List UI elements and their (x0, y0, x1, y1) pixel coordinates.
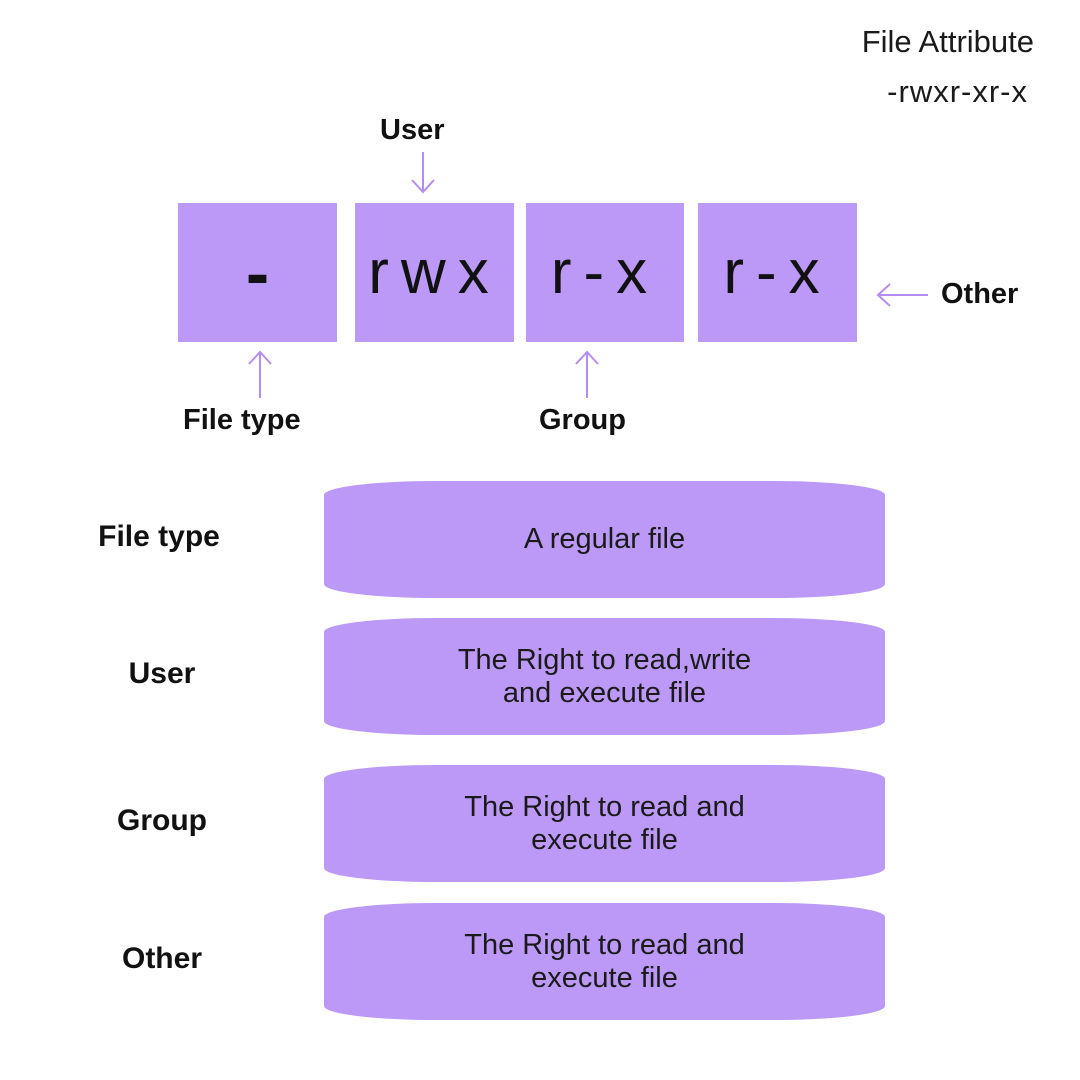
row-description-group: The Right to read and execute file (324, 765, 885, 882)
user-permission-text: rwx (368, 238, 501, 307)
file-attribute-title: File Attribute (861, 24, 1034, 59)
file-type-symbol: - (245, 233, 270, 312)
user-arrow-down-icon (411, 152, 435, 194)
file-attribute-value: -rwxr-xr-x (887, 74, 1028, 109)
row-description-text: The Right to read and execute file (464, 790, 745, 856)
file-type-box: - (178, 203, 337, 342)
other-permission-box: r-x (698, 203, 857, 342)
row-description-text: A regular file (523, 523, 686, 555)
other-permission-text: r-x (723, 238, 832, 307)
row-description-other: The Right to read and execute file (324, 903, 885, 1020)
row-description-text: The Right to read,write and execute file (457, 643, 752, 709)
row-label-group: Group (117, 804, 207, 837)
user-callout-label: User (380, 114, 445, 146)
row-label-file-type: File type (98, 520, 220, 553)
group-callout-label: Group (539, 404, 626, 436)
other-callout-label: Other (941, 278, 1019, 310)
file-type-arrow-up-icon (248, 350, 272, 398)
group-arrow-up-icon (575, 350, 599, 398)
group-permission-text: r-x (550, 238, 660, 307)
other-arrow-left-icon (876, 283, 928, 307)
user-permission-box: rwx (355, 203, 514, 342)
row-description-user: The Right to read,write and execute file (324, 618, 885, 735)
file-type-callout-label: File type (183, 404, 301, 436)
row-description-text: The Right to read and execute file (464, 928, 745, 994)
row-label-user: User (128, 657, 196, 690)
row-label-other: Other (121, 942, 202, 975)
row-description-file-type: A regular file (324, 481, 885, 598)
group-permission-box: r-x (526, 203, 684, 342)
